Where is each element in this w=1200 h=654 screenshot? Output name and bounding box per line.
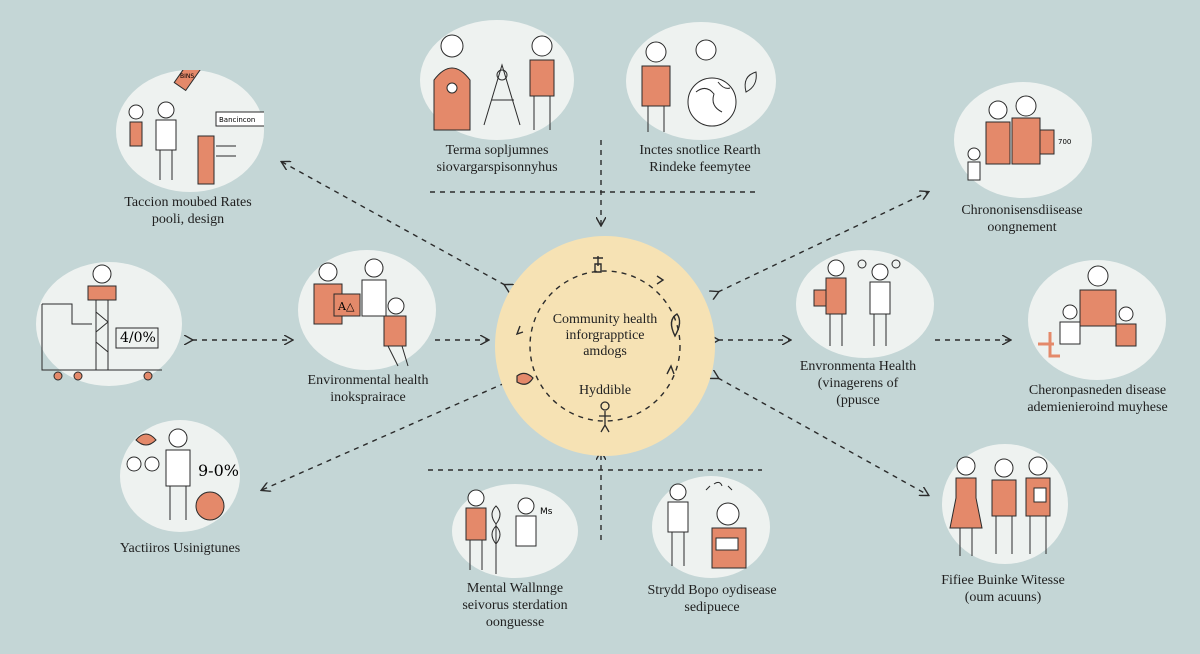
- node-teaching-bubble: [420, 20, 574, 140]
- people-easel-icon: [433, 34, 555, 131]
- hub-title: Community health inforgrapptice amdogs: [495, 312, 715, 360]
- person-clock-globe-icon: 9-0%: [126, 428, 239, 521]
- label-line: sedipuece: [684, 600, 740, 615]
- label-line: Rindeke feemytee: [649, 160, 751, 175]
- label-line: Yactiiros Usinigtunes: [119, 541, 241, 556]
- percent-text: 4/0%: [120, 330, 156, 346]
- arrow-top-right: [718, 192, 928, 292]
- node-global-health-label: Inctes snotlice Rearth Rindeke feemytee: [600, 142, 800, 176]
- hub-title-line-2: inforgrapptice: [565, 328, 645, 343]
- hub-title-line-3: amdogs: [583, 344, 627, 359]
- hub-title-line-1: Community health: [552, 312, 658, 327]
- vaccine-illustration-icon: BINS Bancincon: [128, 70, 264, 185]
- percent-text: 9-0%: [198, 461, 239, 480]
- family-seated-icon: [1038, 265, 1137, 358]
- person-globe-icon: [641, 39, 757, 132]
- chart-label: 700: [1058, 138, 1071, 146]
- label-line: Cheronpasneden disease: [1028, 383, 1167, 398]
- node-public-welfare-label: Fifiee Buinke Witesse (oum acuuns): [903, 572, 1103, 606]
- label-line: (vinagerens of: [817, 376, 899, 391]
- node-vaccination-stats-bubble: 9-0%: [120, 420, 240, 532]
- people-thinking-icon: [667, 481, 747, 569]
- node-study-disease-bubble: [652, 476, 770, 578]
- node-vaccination-label: Taccion moubed Rates pooli, design: [88, 194, 288, 228]
- label-line: pooli, design: [151, 212, 225, 227]
- node-mental-wellbeing-label: Mental Wallnnge seivorus sterdation oong…: [415, 580, 615, 631]
- arrow-top-left: [282, 162, 505, 285]
- node-data-chart-bubble: 4/0%: [36, 262, 182, 386]
- node-teaching-label: Terma sopljumnes siovargarspisonnyhus: [397, 142, 597, 176]
- label-line: Strydd Bopo oydisease: [647, 583, 777, 598]
- people-plants-icon: Ms: [465, 489, 553, 574]
- central-hub: [495, 236, 715, 456]
- node-chronic-care-label: Cheronpasneden disease ademienieroind mu…: [995, 382, 1200, 416]
- hub-cycle-icon: [515, 256, 681, 433]
- label-line: seivorus sterdation: [462, 598, 568, 613]
- people-sorting-icon: A△: [313, 258, 409, 367]
- three-people-icon: [949, 456, 1051, 556]
- family-group-icon: 700: [967, 95, 1071, 181]
- label-line: ademienieroind muyhese: [1027, 400, 1168, 415]
- node-environmental-label: Environmental health inoksprairace: [268, 372, 468, 406]
- label-line: (oum acuuns): [964, 590, 1042, 605]
- node-global-health-bubble: [626, 22, 776, 140]
- node-public-welfare-bubble: [942, 444, 1068, 564]
- label-line: Terma sopljumnes: [445, 143, 549, 158]
- arrow-bottom-left: [262, 383, 505, 490]
- label-line: Taccion moubed Rates: [124, 195, 252, 210]
- node-mental-wellbeing-bubble: Ms: [452, 484, 578, 578]
- label-line: oongnement: [987, 220, 1057, 235]
- node-vaccination-stats-label: Yactiiros Usinigtunes: [80, 540, 280, 557]
- label-line: Inctes snotlice Rearth: [639, 143, 761, 158]
- box-label: A△: [337, 300, 355, 313]
- hub-subtitle: Hyddible: [578, 383, 632, 398]
- arrow-bottom-right: [718, 378, 928, 495]
- node-env-health-bubble: [796, 250, 934, 358]
- label-line: Envronmenta Health: [799, 359, 917, 374]
- node-chronic-disease-bubble: 700: [954, 82, 1092, 198]
- label-line: Chrononisensdiisease: [961, 203, 1083, 218]
- label-line: (ppusce: [836, 393, 880, 408]
- chart-scaffold-icon: 4/0%: [41, 264, 162, 381]
- node-chronic-care-bubble: [1028, 260, 1166, 380]
- people-handshake-icon: [813, 259, 901, 346]
- node-environmental-bubble: A△: [298, 250, 436, 370]
- sign-label: Bancincon: [219, 116, 255, 124]
- node-study-disease-label: Strydd Bopo oydisease sedipuece: [612, 582, 812, 616]
- label-line: oonguesse: [485, 615, 545, 630]
- label-line: Mental Wallnnge: [466, 581, 564, 596]
- node-env-health-label: Envronmenta Health (vinagerens of (ppusc…: [758, 358, 958, 409]
- label-line: inoksprairace: [330, 390, 406, 405]
- vial-label: BINS: [180, 73, 194, 80]
- note-text: Ms: [540, 507, 553, 517]
- node-vaccination-bubble: BINS Bancincon: [116, 70, 264, 192]
- label-line: Fifiee Buinke Witesse: [941, 573, 1065, 588]
- label-line: Environmental health: [307, 373, 429, 388]
- label-line: siovargarspisonnyhus: [436, 160, 558, 175]
- node-chronic-disease-label: Chrononisensdiisease oongnement: [922, 202, 1122, 236]
